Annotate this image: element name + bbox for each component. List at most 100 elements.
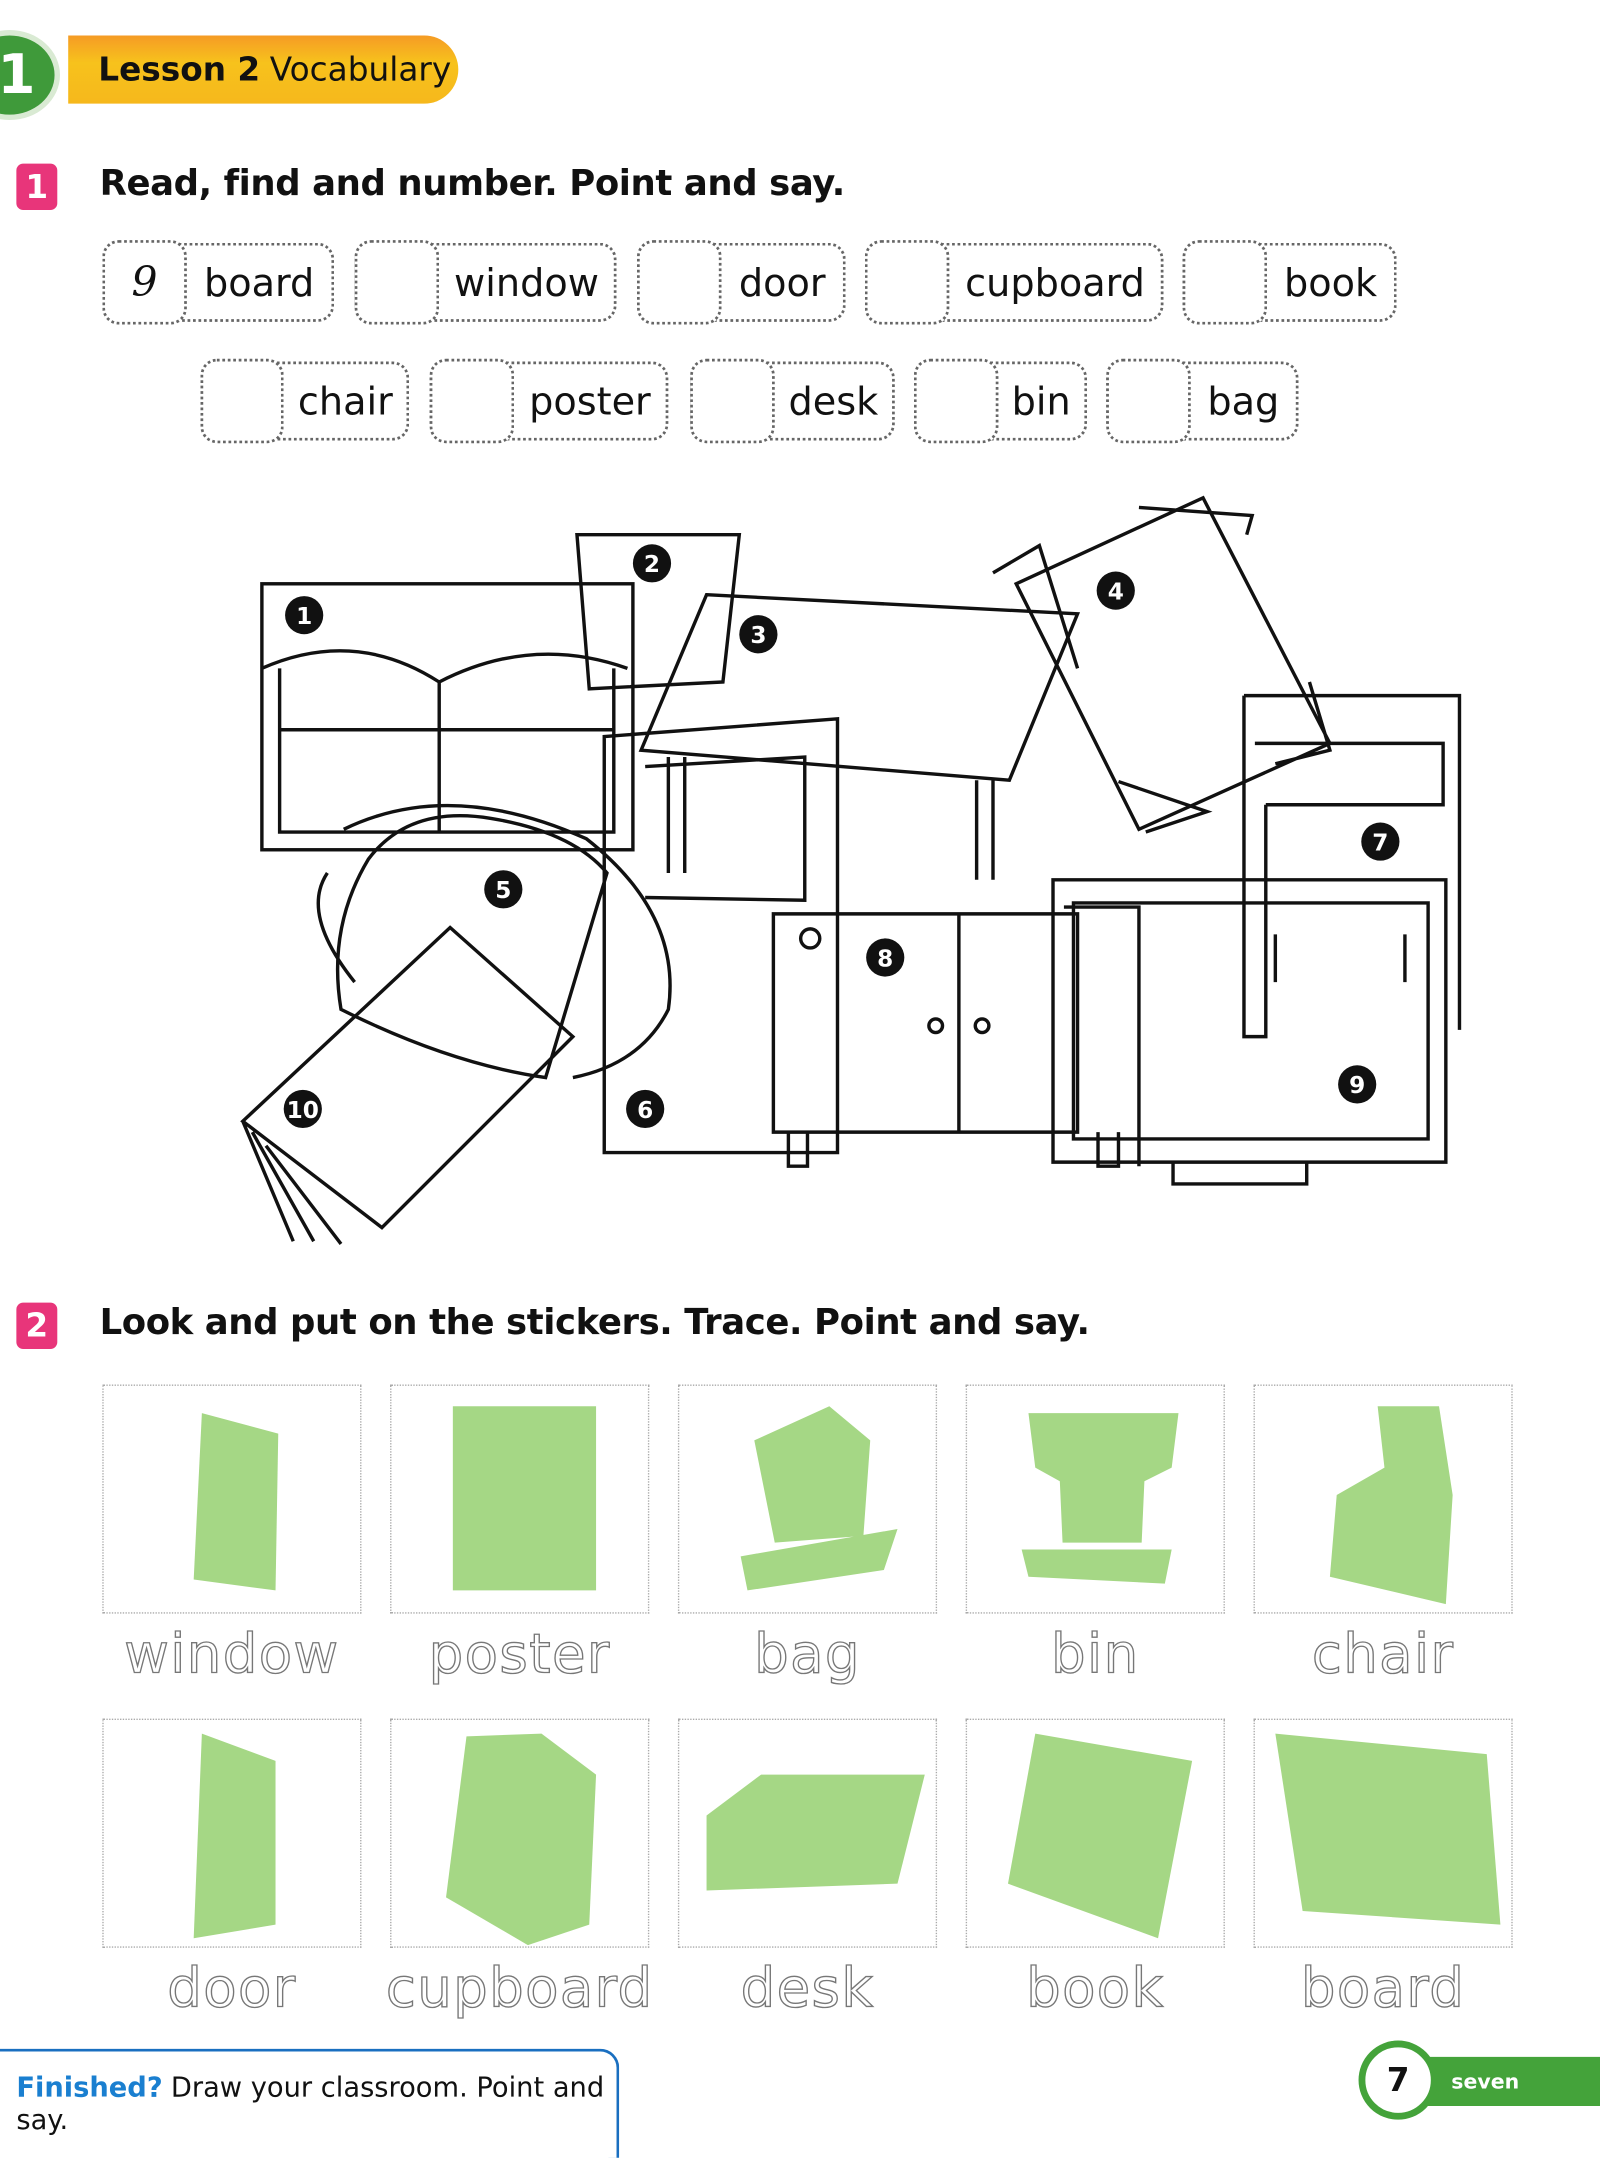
word-label: desk bbox=[788, 378, 879, 424]
answer-input[interactable] bbox=[200, 358, 285, 444]
page-word: seven bbox=[1413, 2056, 1600, 2107]
chair-drawing bbox=[1242, 693, 1462, 1039]
sticker-space[interactable] bbox=[390, 1384, 650, 1614]
classroom-picture: 1 2 3 4 5 6 7 8 9 10 bbox=[240, 495, 1462, 1246]
door-drawing bbox=[602, 716, 840, 1155]
answer-input[interactable] bbox=[636, 240, 722, 325]
word-box: desk bbox=[690, 358, 895, 444]
desk-drawing bbox=[638, 592, 1081, 880]
word-box: poster bbox=[429, 358, 669, 444]
sticker-silhouette bbox=[1329, 1406, 1453, 1605]
picture-number: 9 bbox=[1349, 1072, 1365, 1099]
word-box: chair bbox=[200, 358, 410, 444]
exercise-2-number: 2 bbox=[16, 1302, 58, 1349]
picture-number: 1 bbox=[296, 603, 312, 630]
answer-input[interactable] bbox=[864, 240, 950, 325]
word-label: window bbox=[454, 259, 599, 305]
word-label: book bbox=[1284, 259, 1378, 305]
answer-input[interactable] bbox=[690, 358, 775, 444]
bin-window-drawing bbox=[1051, 878, 1448, 1186]
exercise-1-title: Read, find and number. Point and say. bbox=[99, 163, 846, 205]
word-box: door bbox=[636, 240, 846, 325]
sticker-silhouette bbox=[193, 1413, 279, 1591]
sticker-silhouette bbox=[740, 1406, 898, 1591]
trace-word[interactable]: poster bbox=[428, 1622, 611, 1686]
picture-number: 8 bbox=[877, 945, 893, 972]
trace-word[interactable]: bag bbox=[753, 1622, 861, 1686]
picture-number-badge: 7 bbox=[1361, 822, 1400, 861]
sticker-silhouette bbox=[193, 1733, 276, 1939]
picture-number-badge: 5 bbox=[484, 870, 523, 909]
sticker-space[interactable] bbox=[677, 1718, 938, 1948]
book10-drawing bbox=[240, 925, 576, 1246]
trace-word[interactable]: cupboard bbox=[385, 1957, 654, 2021]
picture-number-badge: 2 bbox=[632, 544, 672, 583]
word-box: 9 board bbox=[102, 240, 335, 325]
board-drawing bbox=[260, 582, 635, 852]
sticker-silhouette bbox=[1021, 1413, 1179, 1584]
picture-number: 5 bbox=[495, 877, 511, 904]
page-number: 7 bbox=[1358, 2040, 1438, 2120]
picture-number: 6 bbox=[637, 1097, 653, 1124]
picture-number-badge: 3 bbox=[739, 615, 778, 654]
trace-word[interactable]: board bbox=[1300, 1957, 1466, 2021]
word-box: bin bbox=[913, 358, 1088, 444]
word-label: bin bbox=[1011, 378, 1071, 424]
poster-drawing bbox=[575, 532, 742, 691]
trace-word[interactable]: chair bbox=[1311, 1622, 1455, 1686]
trace-word[interactable]: bin bbox=[1050, 1622, 1140, 1686]
word-box: bag bbox=[1106, 358, 1299, 444]
picture-number-badge: 8 bbox=[866, 938, 905, 977]
word-label: bag bbox=[1207, 378, 1280, 424]
word-label: poster bbox=[529, 378, 651, 424]
answer-input[interactable] bbox=[1106, 358, 1191, 444]
sticker-space[interactable] bbox=[102, 1718, 362, 1948]
sticker-space[interactable] bbox=[677, 1384, 938, 1614]
cupboard-top-drawing bbox=[261, 649, 629, 834]
picture-number-badge: 1 bbox=[285, 596, 324, 635]
picture-number: 3 bbox=[750, 622, 766, 649]
picture-number-badge: 9 bbox=[1338, 1065, 1377, 1104]
word-label: door bbox=[738, 259, 826, 305]
exercise-2-title: Look and put on the stickers. Trace. Poi… bbox=[99, 1302, 1090, 1344]
trace-word[interactable]: window bbox=[124, 1622, 340, 1686]
answer-input[interactable] bbox=[354, 240, 440, 325]
trace-word[interactable]: book bbox=[1025, 1957, 1165, 2021]
trace-word[interactable]: desk bbox=[740, 1957, 875, 2021]
word-box: window bbox=[354, 240, 617, 325]
word-label: chair bbox=[297, 378, 393, 424]
answer-input[interactable] bbox=[1182, 240, 1268, 325]
picture-number: 2 bbox=[644, 551, 660, 578]
lesson-topic: Vocabulary bbox=[269, 50, 452, 89]
picture-number: 7 bbox=[1372, 829, 1388, 856]
lesson-label: Lesson 2 bbox=[98, 50, 261, 89]
sticker-space[interactable] bbox=[1253, 1718, 1513, 1948]
sticker-space[interactable] bbox=[965, 1384, 1225, 1614]
sticker-space[interactable] bbox=[390, 1718, 650, 1948]
sticker-silhouette bbox=[1275, 1733, 1501, 1925]
sticker-space[interactable] bbox=[102, 1384, 362, 1614]
picture-number-badge: 4 bbox=[1096, 571, 1135, 610]
answer-input[interactable] bbox=[913, 358, 999, 444]
book4-drawing bbox=[992, 495, 1333, 834]
finished-label: Finished? bbox=[16, 2070, 163, 2104]
word-box: book bbox=[1182, 240, 1397, 325]
sticker-space[interactable] bbox=[1253, 1384, 1513, 1614]
exercise-1-number: 1 bbox=[16, 163, 58, 211]
bag-drawing bbox=[316, 803, 672, 1080]
sticker-silhouette bbox=[446, 1733, 597, 1946]
finished-text: Draw your classroom. Point and say. bbox=[16, 2070, 605, 2137]
answer-input[interactable] bbox=[429, 358, 515, 444]
picture-number: 4 bbox=[1108, 578, 1124, 605]
unit-number-badge: 1 bbox=[0, 30, 61, 121]
word-label: cupboard bbox=[965, 259, 1145, 305]
sticker-silhouette bbox=[706, 1774, 925, 1891]
picture-number: 10 bbox=[287, 1097, 319, 1124]
trace-word[interactable]: door bbox=[167, 1957, 297, 2021]
picture-number-badge: 10 bbox=[283, 1089, 322, 1129]
word-label: board bbox=[204, 259, 315, 305]
sticker-space[interactable] bbox=[965, 1718, 1225, 1948]
answer-input[interactable]: 9 bbox=[102, 240, 187, 325]
picture-number-badge: 6 bbox=[626, 1089, 665, 1129]
